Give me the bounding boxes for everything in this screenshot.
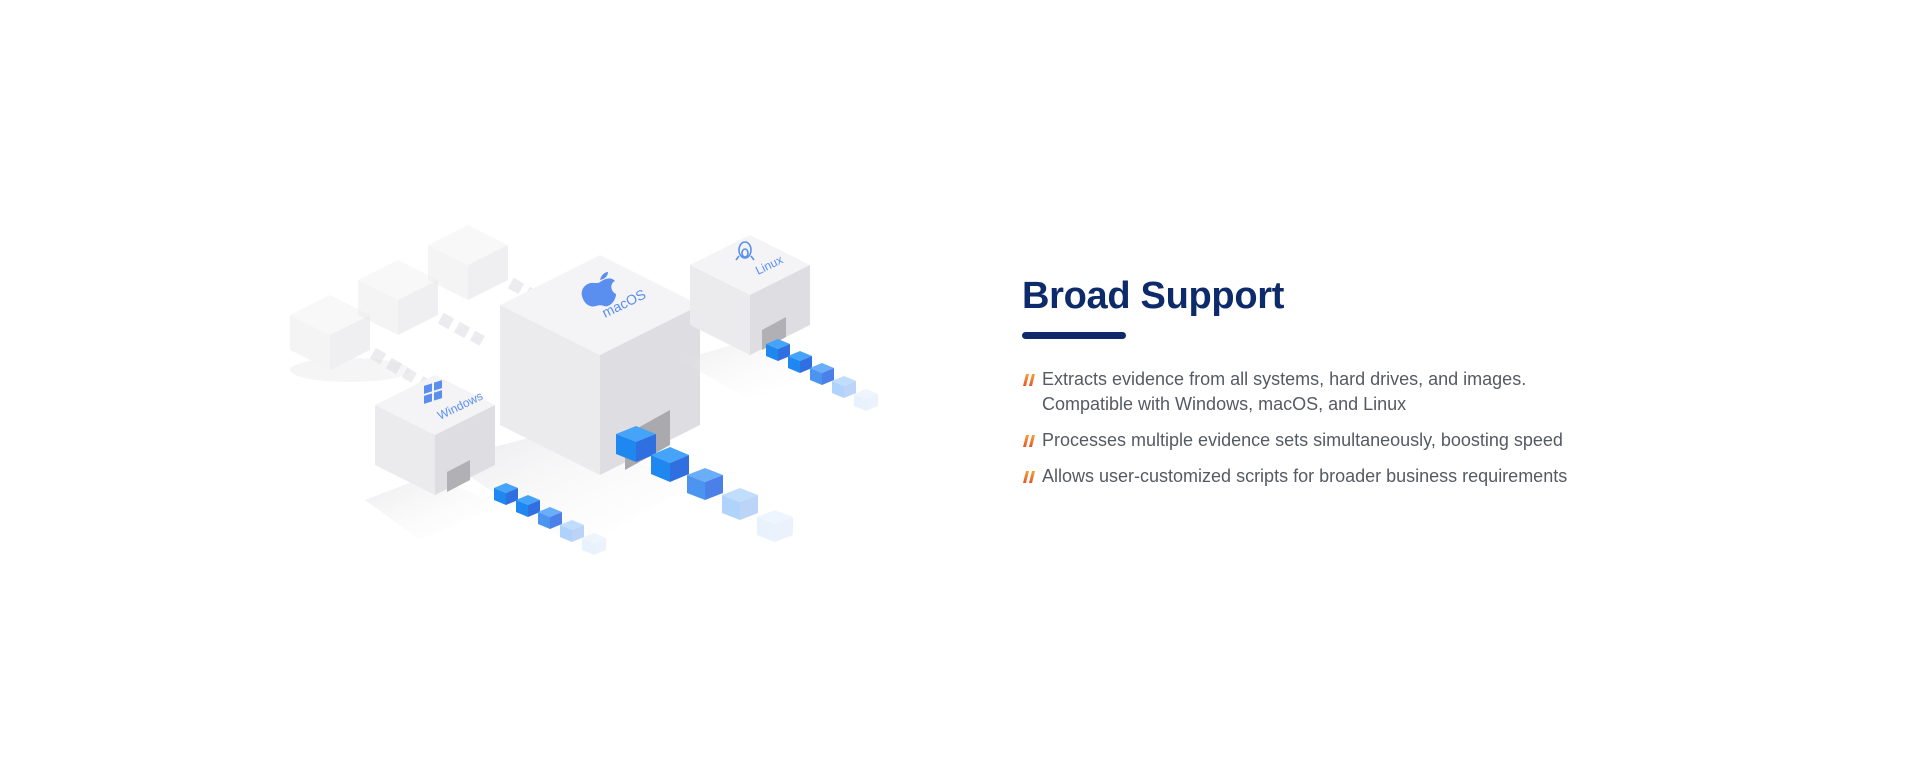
os-support-illustration: macOS Linux — [280, 220, 900, 590]
ghost-box-2 — [358, 260, 438, 335]
title-underline — [1022, 332, 1126, 339]
double-slash-bullet-icon — [1023, 471, 1035, 483]
feature-text-line: Compatible with Windows, macOS, and Linu… — [1042, 394, 1407, 414]
feature-text-line: Extracts evidence from all systems, hard… — [1042, 369, 1527, 389]
feature-text-line: Processes multiple evidence sets simulta… — [1042, 430, 1563, 450]
windows-box: Windows — [365, 375, 500, 540]
apple-logo-icon — [581, 272, 616, 307]
macos-cube-trail — [616, 426, 793, 542]
feature-list: Extracts evidence from all systems, hard… — [1022, 367, 1722, 489]
ghost-box-3 — [428, 225, 508, 300]
feature-item: Allows user-customized scripts for broad… — [1022, 464, 1722, 489]
broad-support-content: Broad Support Extracts evidence from all… — [1022, 272, 1722, 500]
feature-item: Processes multiple evidence sets simulta… — [1022, 428, 1722, 453]
windows-cube-trail — [494, 483, 606, 555]
double-slash-bullet-icon — [1023, 374, 1035, 386]
double-slash-bullet-icon — [1023, 435, 1035, 447]
linux-penguin-icon — [735, 241, 755, 261]
linux-cube-trail — [766, 339, 878, 411]
feature-text-line: Allows user-customized scripts for broad… — [1042, 466, 1568, 486]
windows-logo-icon — [424, 380, 442, 404]
feature-item: Extracts evidence from all systems, hard… — [1022, 367, 1722, 417]
section-title: Broad Support — [1022, 275, 1285, 317]
linux-box: Linux — [680, 235, 820, 400]
